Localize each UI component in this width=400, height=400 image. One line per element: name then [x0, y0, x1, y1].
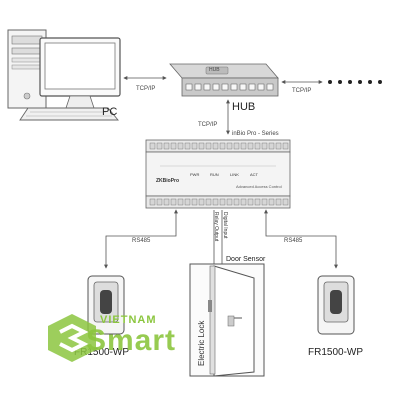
controller-series-label: inBio Pro - Series: [232, 131, 279, 137]
fingerprint-reader-right: [317, 275, 355, 335]
tcpip-left-label: TCP/IP: [136, 86, 156, 92]
hub-port: [266, 83, 274, 91]
terminal-block: [219, 198, 226, 206]
terminal-block: [247, 142, 254, 150]
controller-led-label: RUN: [210, 172, 219, 177]
hub-label: HUB: [232, 101, 256, 113]
pc-monitor: [39, 37, 121, 109]
logo-line1: VIETNAM: [100, 314, 157, 326]
terminal-block: [268, 142, 275, 150]
terminal-block: [205, 198, 212, 206]
terminal-block: [163, 198, 170, 206]
hub-port: [194, 83, 202, 91]
rs485-left-label: RS485: [132, 238, 151, 244]
more-devices-dot: [378, 80, 382, 84]
controller-led-label: ACT: [250, 172, 258, 177]
reader-right-label: FR1500-WP: [308, 347, 364, 358]
tcpip-down-label: TCP/IP: [198, 122, 218, 128]
hub-port: [257, 83, 265, 91]
controller-led-label: LINK: [230, 172, 239, 177]
terminal-block: [233, 198, 240, 206]
terminal-block: [261, 142, 268, 150]
hub-port: [212, 83, 220, 91]
door-sensor-label: Door Sensor: [226, 256, 266, 263]
more-devices-dot: [368, 80, 372, 84]
hub-port: [203, 83, 211, 91]
terminal-block: [233, 142, 240, 150]
terminal-block: [149, 142, 156, 150]
terminal-block: [247, 198, 254, 206]
terminal-block: [177, 142, 184, 150]
terminal-block: [240, 142, 247, 150]
fingerprint-reader-left: [87, 275, 125, 335]
more-devices-dots: [328, 80, 382, 84]
terminal-block: [163, 142, 170, 150]
terminal-block: [282, 142, 289, 150]
pc-label: PC: [102, 106, 118, 118]
more-devices-dot: [358, 80, 362, 84]
relay-output-label: Relay Output: [213, 212, 219, 242]
more-devices-dot: [348, 80, 352, 84]
controller-brand: ZKBioPro: [156, 178, 180, 184]
rs485-right-label: RS485: [284, 238, 303, 244]
terminal-block: [275, 198, 282, 206]
terminal-block: [254, 142, 261, 150]
terminal-block: [212, 198, 219, 206]
terminal-block: [240, 198, 247, 206]
wire-rs485-right: [264, 209, 338, 269]
hub-port: [248, 83, 256, 91]
terminal-block: [184, 198, 191, 206]
hub-port: [221, 83, 229, 91]
terminal-block: [184, 142, 191, 150]
terminal-block: [275, 142, 282, 150]
terminal-block: [177, 198, 184, 206]
terminal-block: [226, 142, 233, 150]
logo-mark: [48, 314, 96, 362]
hub-device: [169, 63, 279, 97]
pc-keyboard: [19, 107, 119, 121]
controller-led-label: PWR: [190, 172, 200, 177]
terminal-block: [198, 142, 205, 150]
hub-port: [230, 83, 238, 91]
terminal-block: [170, 142, 177, 150]
terminal-block: [205, 142, 212, 150]
terminal-block: [170, 198, 177, 206]
vietnam-smart-watermark: VIETNAM Smart: [42, 308, 182, 368]
reader-left-label: FR1500-WP: [74, 347, 130, 358]
controller-model: Advanced Access Control: [236, 184, 282, 189]
tcpip-right-label: TCP/IP: [292, 88, 312, 94]
terminal-block: [149, 198, 156, 206]
more-devices-dot: [338, 80, 342, 84]
terminal-block: [226, 198, 233, 206]
terminal-block: [219, 142, 226, 150]
more-devices-dot: [328, 80, 332, 84]
terminal-block: [156, 142, 163, 150]
hub-badge-text: HUB: [209, 67, 220, 73]
door: [189, 263, 265, 377]
wire-rs485-left: [104, 209, 178, 269]
terminal-block: [268, 198, 275, 206]
terminal-block: [282, 198, 289, 206]
controller-leds: PWR RUN LINK ACT: [190, 172, 270, 180]
terminal-block: [212, 142, 219, 150]
controller-device: [145, 139, 291, 209]
hub-port: [185, 83, 193, 91]
terminal-block: [254, 198, 261, 206]
terminal-block: [191, 142, 198, 150]
terminal-block: [156, 198, 163, 206]
hub-port: [239, 83, 247, 91]
terminal-block: [198, 198, 205, 206]
terminal-block: [261, 198, 268, 206]
terminal-block: [191, 198, 198, 206]
electric-lock-label: Electric Lock: [197, 320, 206, 366]
digital-input-label: Digital Input: [222, 212, 228, 239]
logo-line2: Smart: [86, 324, 177, 357]
